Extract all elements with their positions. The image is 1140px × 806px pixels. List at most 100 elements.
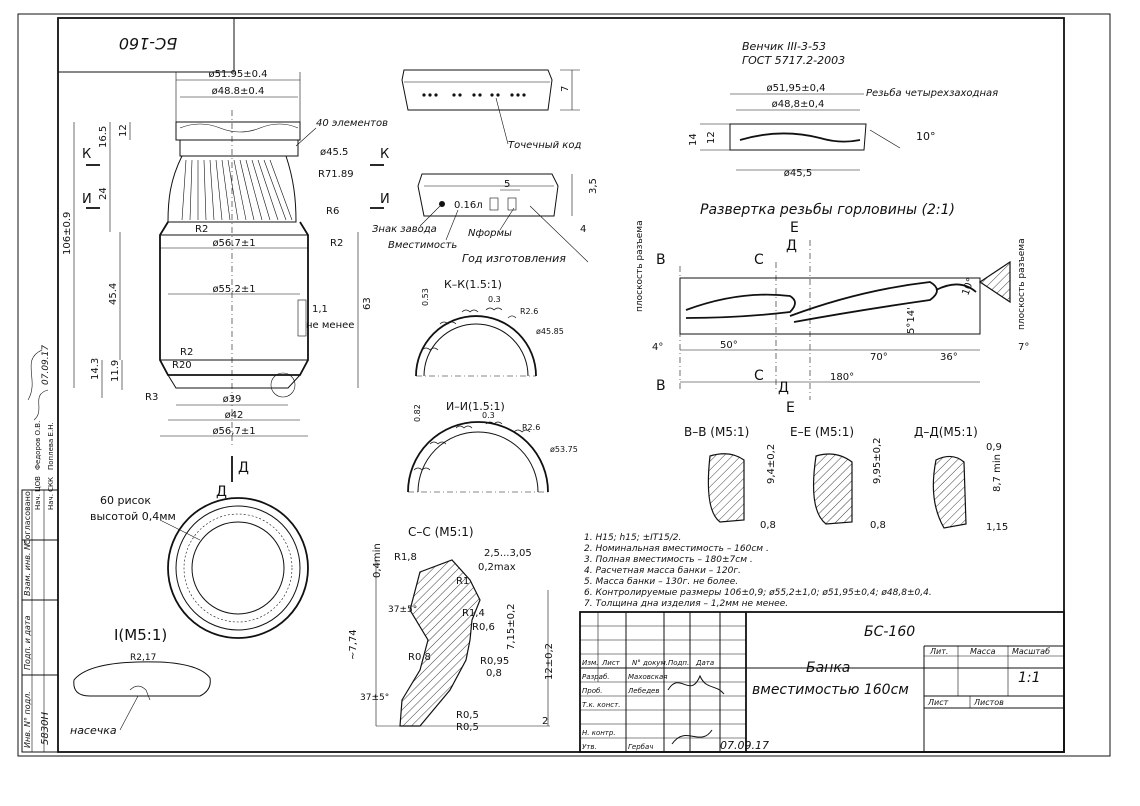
cc-08: 0,8 (486, 668, 502, 679)
bottom-view: Д Д 60 рисок высотой 0,4мм I(M5:1) R2,17… (70, 456, 309, 737)
dim-r6: R6 (326, 206, 339, 217)
cc-a37b: 37±5° (360, 693, 389, 703)
kk-053: 0.53 (421, 288, 430, 306)
finish-ring (175, 121, 301, 141)
section-ii-title: И–И(1.5:1) (446, 400, 505, 413)
dim-d42: ø42 (225, 410, 244, 421)
inv-podl-label: Инв. N° подл. (23, 691, 32, 748)
row2-label: Нач. СКК (47, 477, 55, 510)
label-tochechny-kod: Точечный код (508, 140, 581, 151)
podp-data-label: Подп. и дата (23, 615, 32, 670)
tb-h-izm: Изм. (582, 659, 598, 667)
section-kk-title: К–К(1.5:1) (444, 278, 502, 291)
tb-name-2: вместимостью 160см (752, 682, 909, 698)
tb-r-nkontr: Н. контр. (582, 729, 616, 737)
finish-dia-inner: ø48,8±0,4 (772, 99, 825, 110)
cc-a37: 37±5° (388, 605, 417, 615)
factory-mark-icon (439, 201, 445, 207)
dev-4: 4° (652, 342, 663, 353)
section-ii: И–И(1.5:1) 0.82 0.3 R2.6 ø53.75 (407, 400, 578, 493)
dim-r2-top: R2 (195, 224, 208, 235)
tb-designation: БС-160 (864, 624, 915, 640)
bottom-d-label: Д (216, 484, 227, 500)
cc-title: С–С (М5:1) (408, 525, 474, 539)
note-6: 6. Контролируемые размеры 106±0,9; ø55,2… (584, 588, 932, 598)
bottom-d-arrow: Д (238, 460, 249, 476)
finish-angle: 10° (916, 130, 936, 143)
dev-180: 180° (830, 372, 854, 383)
dev-70: 70° (870, 352, 888, 363)
finish-title-2: ГОСТ 5717.2-2003 (742, 54, 845, 67)
cc-r1: R1 (456, 576, 469, 587)
tb-n-utv: Гербач (628, 743, 653, 751)
tb-r-razrab: Разраб. (582, 673, 610, 681)
outer-border (17, 13, 1111, 757)
dim-h143: 14.3 (90, 358, 101, 380)
dim-d-top2: ø48.8±0.4 (212, 86, 265, 97)
dim-d39: ø39 (223, 394, 242, 405)
label-vmestimost: Вместимость (388, 240, 457, 251)
row1-name: Федоров О.В. (34, 421, 42, 470)
dev-7: 7° (1018, 342, 1029, 353)
detail-sections: В–В (М5:1) 9,4±0,2 0,8 Е–Е (М5:1) 9,95±0… (684, 425, 1008, 533)
jar-base (167, 374, 301, 389)
label-vysotoy: высотой 0,4мм (90, 510, 176, 523)
label-nformy: Nформы (468, 228, 512, 239)
label-40-elements: 40 элементов (316, 118, 388, 129)
dim-h12: 12 (118, 124, 129, 137)
tb-date-utv: 07.09.17 (720, 739, 769, 752)
marker-i-right: И (380, 192, 390, 207)
tb-listov: Листов (973, 698, 1004, 707)
cc-25: 2,5...3,05 (484, 548, 532, 559)
dd-h: 8,7 min (992, 454, 1003, 492)
tb-massa: Масса (970, 647, 996, 656)
label-notch (297, 299, 307, 337)
tb-r-utv: Утв. (582, 743, 597, 751)
finish-h14: 14 (688, 133, 699, 146)
dim-r3: R3 (145, 392, 158, 403)
dev-e-top: Е (790, 220, 799, 236)
finish-h12: 12 (706, 131, 717, 144)
kk-03: 0.3 (488, 295, 501, 304)
tb-list: Лист (927, 698, 949, 707)
section-bb-title: В–В (М5:1) (684, 425, 749, 439)
shoulder-ribs (167, 155, 297, 223)
row1-label: Нач. ЦОВ (34, 476, 42, 510)
section-dd-title: Д–Д(М5:1) (914, 425, 978, 439)
cc-r05: R0,5 (456, 710, 479, 721)
marker-i-left: И (82, 192, 92, 207)
ii-r26: R2.6 (522, 423, 540, 432)
note-4: 4. Расчетная масса банки – 120г. (584, 566, 741, 576)
bb-h: 9,4±0,2 (766, 444, 777, 484)
detail-i-title: I(M5:1) (114, 626, 167, 644)
dev-d-top: Д (786, 238, 797, 254)
ee-h: 9,95±0,2 (872, 437, 883, 484)
tb-h-list: Лист (601, 659, 621, 667)
note-1: 1. H15; h15; ±IT15/2. (584, 533, 681, 543)
tb-h-data: Дата (695, 659, 714, 667)
dim-d552: ø55.2±1 (212, 284, 255, 295)
strip-signature (27, 349, 49, 421)
detail-r217: R2,17 (130, 653, 156, 663)
kk-d: ø45.85 (536, 327, 564, 336)
dim-h165: 16.5 (98, 126, 109, 148)
dev-b-top: В (656, 252, 666, 268)
tb-r-tkontr: Т.к. конст. (582, 701, 620, 709)
ii-082: 0.82 (413, 404, 422, 422)
dev-514: 5°14' (906, 307, 917, 334)
title-block: БС-160 Банка вместимостью 160см Лит. Мас… (579, 611, 1065, 753)
cc-r14: R1,4 (462, 608, 485, 619)
strip-date: 07.09.17 (41, 345, 51, 385)
dev-10: 10° (960, 277, 976, 297)
finish-band (179, 139, 299, 157)
dd-w: 1,15 (986, 522, 1008, 533)
cc-r095: R0,95 (480, 656, 509, 667)
marker-k-left: К (82, 147, 91, 162)
tb-h-podp: Подп. (668, 659, 689, 667)
section-ee-title: Е–Е (М5:1) (790, 425, 854, 439)
vzam-label: Взам. инв. N° (23, 540, 32, 596)
dev-plane-left: плоскость разъема (635, 220, 645, 312)
section-cc: С–С (М5:1) 0,4min R1,8 2,5...3,05 0,2max… (348, 525, 555, 733)
inner-frame (57, 17, 1065, 753)
dim-d-top1: ø51.95±0.4 (208, 69, 267, 80)
